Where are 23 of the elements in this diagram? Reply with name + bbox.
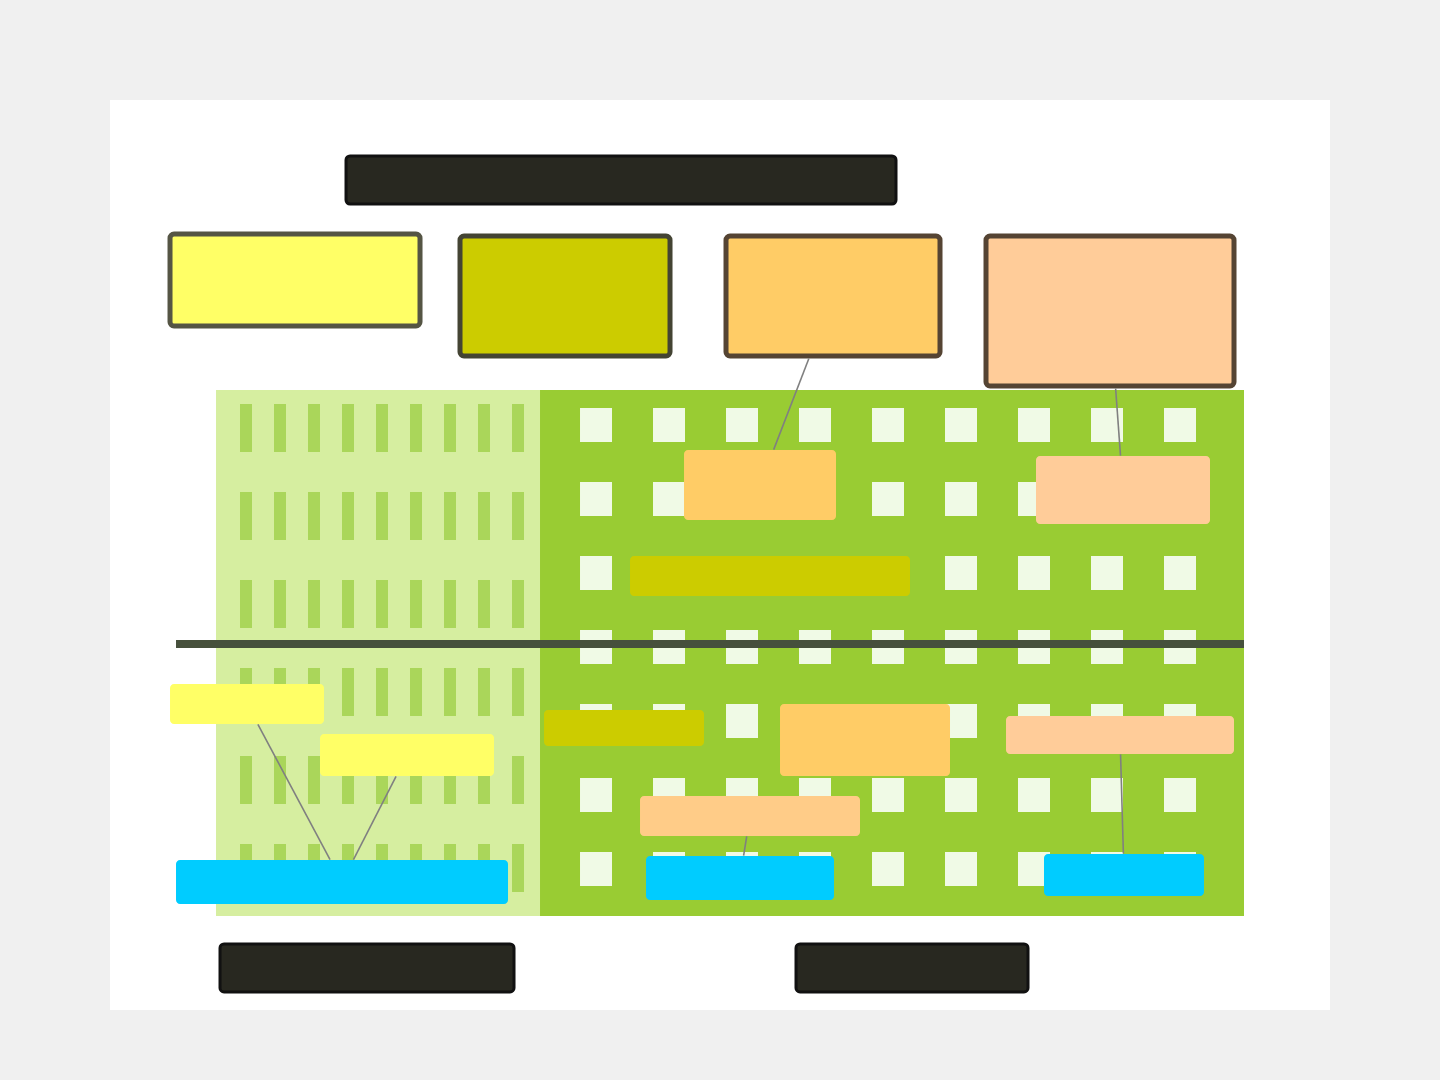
connector-line [772,357,810,451]
label-box [176,860,508,904]
connector-line [742,835,748,857]
label-box [983,233,1237,389]
label-box [1006,716,1234,754]
label-box [630,556,910,596]
connector-line [257,723,331,861]
label-box [1044,854,1204,896]
label-box [646,856,834,900]
label-box [170,684,324,724]
label-box [780,704,950,776]
label-box [684,450,836,520]
label-box [723,233,943,359]
label-box [457,233,673,359]
label-box [640,796,860,836]
label-box [218,942,516,994]
label-box [344,154,898,206]
label-box [167,231,423,329]
label-box [320,734,494,776]
label-box [544,710,704,746]
label-box [1036,456,1210,524]
label-box [794,942,1030,994]
connector-line [1119,753,1125,855]
